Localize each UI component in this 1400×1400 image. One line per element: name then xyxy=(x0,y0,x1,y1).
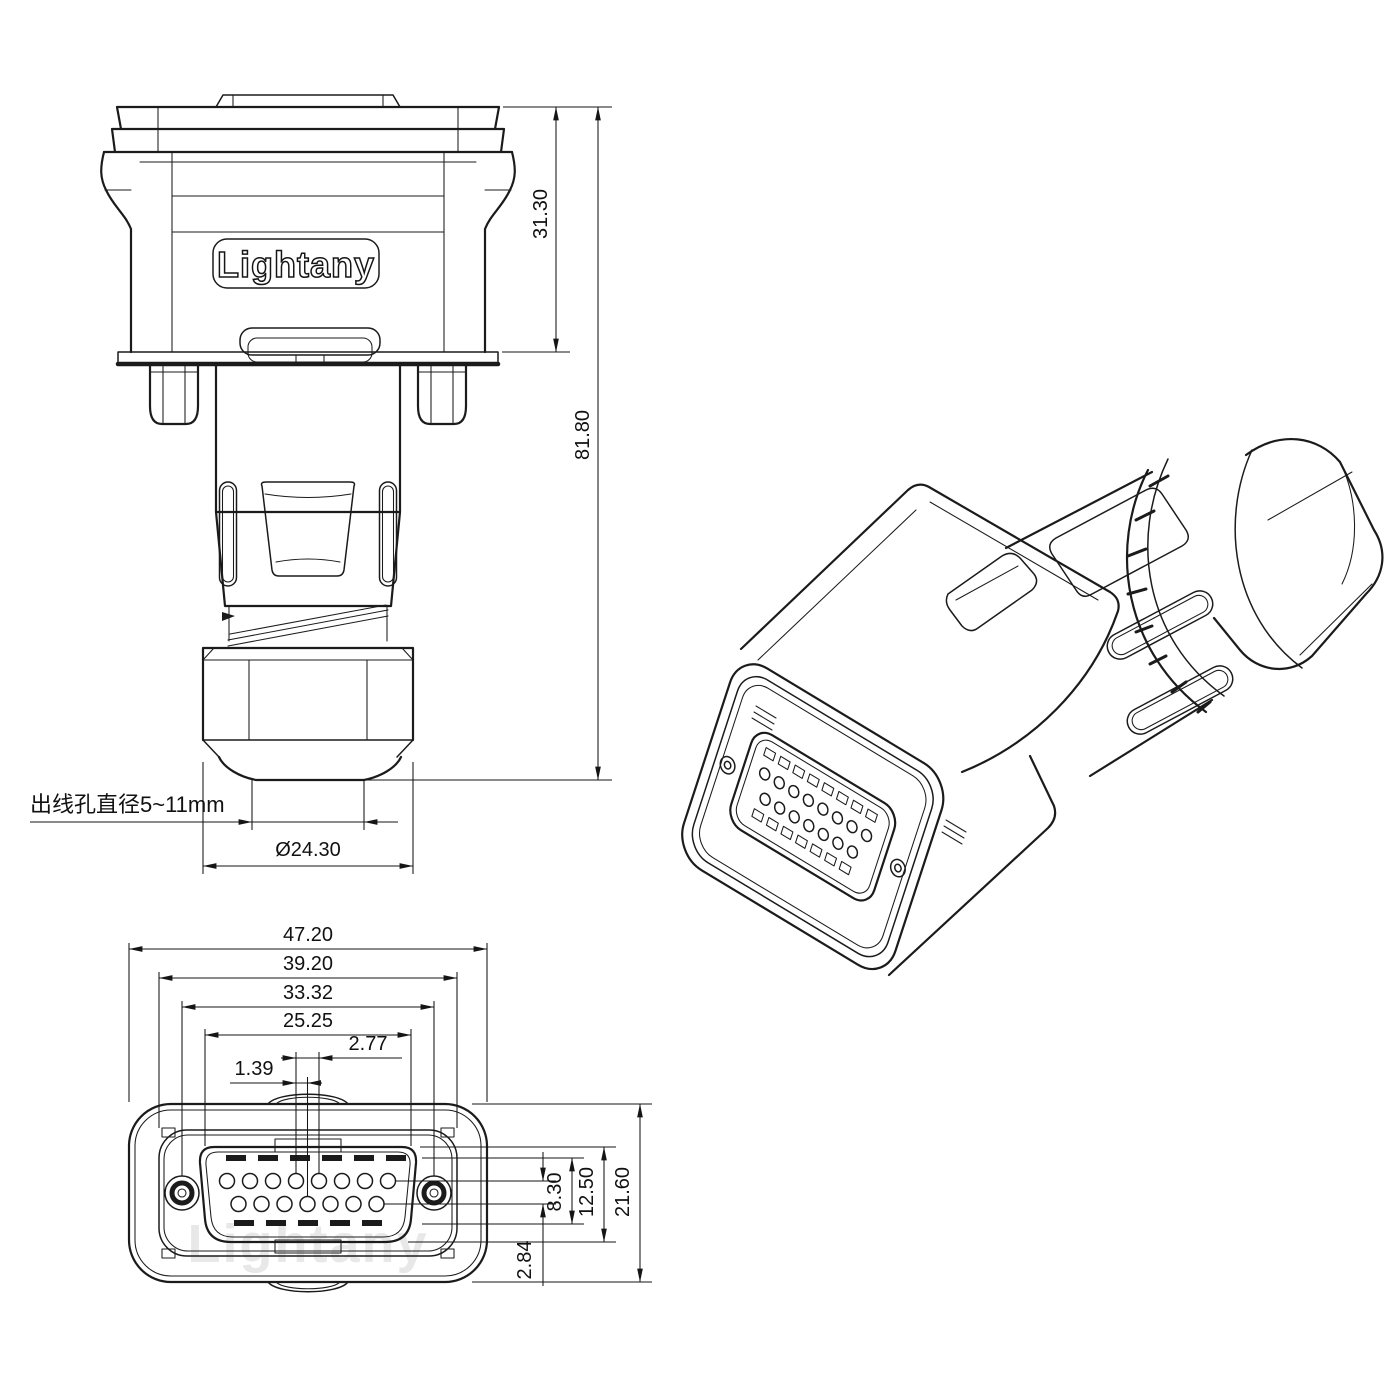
vent-slot-right xyxy=(378,481,398,587)
neck xyxy=(214,362,402,514)
dim-text-31-30: 31.30 xyxy=(530,189,552,239)
brand-logo: Lightany xyxy=(217,244,375,285)
isometric-view xyxy=(674,437,1384,981)
vent-slot-left xyxy=(218,481,238,587)
dsub-shroud xyxy=(198,1145,418,1244)
polarize-tab-bottom xyxy=(274,1239,342,1254)
iso-pins xyxy=(751,766,873,865)
dim-text-39-20: 39.20 xyxy=(283,953,333,975)
dim-text-47-20: 47.20 xyxy=(283,924,333,946)
dim-shroud-height: 12.50 xyxy=(408,1146,616,1243)
gland-nut xyxy=(201,646,415,782)
body-left-edge xyxy=(100,150,133,354)
top-tab xyxy=(215,94,401,108)
iso-shroud xyxy=(726,726,900,907)
body-right-edge xyxy=(483,150,516,354)
dim-text-24-30: Ø24.30 xyxy=(275,839,341,861)
dim-pin-pitch: 2.77 xyxy=(281,1033,402,1174)
dim-text-12-50: 12.50 xyxy=(576,1167,598,1217)
dim-flange-width: 39.20 xyxy=(158,953,458,1128)
strain-relief xyxy=(214,510,402,608)
dim-gland-diameter: Ø24.30 xyxy=(202,762,414,874)
iso-boot xyxy=(1004,470,1234,778)
dim-text-1-39: 1.39 xyxy=(235,1058,274,1080)
latch-tab xyxy=(239,327,381,356)
iso-vents xyxy=(745,748,877,880)
jackscrew-post-left xyxy=(148,362,200,426)
bottom-bump xyxy=(267,1281,349,1293)
dim-row-spacing: 2.84 xyxy=(384,1152,556,1286)
dim-text-25-25: 25.25 xyxy=(283,1010,333,1032)
iso-cap xyxy=(739,483,1120,977)
gland-dome xyxy=(217,755,403,782)
front-view: Lightany xyxy=(30,94,612,874)
jackscrew-post-right xyxy=(416,362,468,426)
iso-slot-1 xyxy=(1106,590,1214,660)
dim-total-height: 81.80 xyxy=(366,106,612,781)
iso-stud-right xyxy=(941,819,967,845)
dim-text-21-60: 21.60 xyxy=(612,1167,634,1217)
face-view: Lightany xyxy=(127,924,652,1293)
jackscrew-hole-left xyxy=(164,1175,200,1211)
note-cable-hole: 出线孔直径5~11mm xyxy=(30,792,225,817)
iso-window xyxy=(1049,487,1189,597)
logo-plate xyxy=(212,238,380,289)
iso-stud-left xyxy=(751,705,777,731)
seal-marker xyxy=(222,612,235,621)
iso-clamp-ring xyxy=(1125,449,1303,714)
iso-slot-2 xyxy=(1126,665,1234,735)
dim-cable-hole: 出线孔直径5~11mm xyxy=(30,780,398,830)
dim-text-8-30: 8.30 xyxy=(544,1173,566,1212)
dim-shroud-width: 25.25 xyxy=(204,1010,412,1146)
dim-outer-width: 47.20 xyxy=(128,924,488,1102)
dim-text-2-84: 2.84 xyxy=(514,1241,536,1280)
dim-text-33-32: 33.32 xyxy=(283,982,333,1004)
dim-text-2-77: 2.77 xyxy=(349,1033,388,1055)
cone-window xyxy=(260,481,356,577)
thread-zone xyxy=(227,604,389,647)
dim-half-pitch: 1.39 xyxy=(230,1058,322,1196)
iso-face xyxy=(674,652,951,981)
iso-jackscrews xyxy=(718,753,907,879)
dim-pocket-height: 8.30 xyxy=(422,1157,584,1225)
dim-outer-height: 21.60 xyxy=(472,1103,652,1283)
dim-upper-height: 31.30 xyxy=(502,106,612,353)
dim-text-81-80: 81.80 xyxy=(572,410,594,460)
iso-gland-nut xyxy=(1212,437,1384,670)
shroud-serrations xyxy=(226,1155,406,1226)
